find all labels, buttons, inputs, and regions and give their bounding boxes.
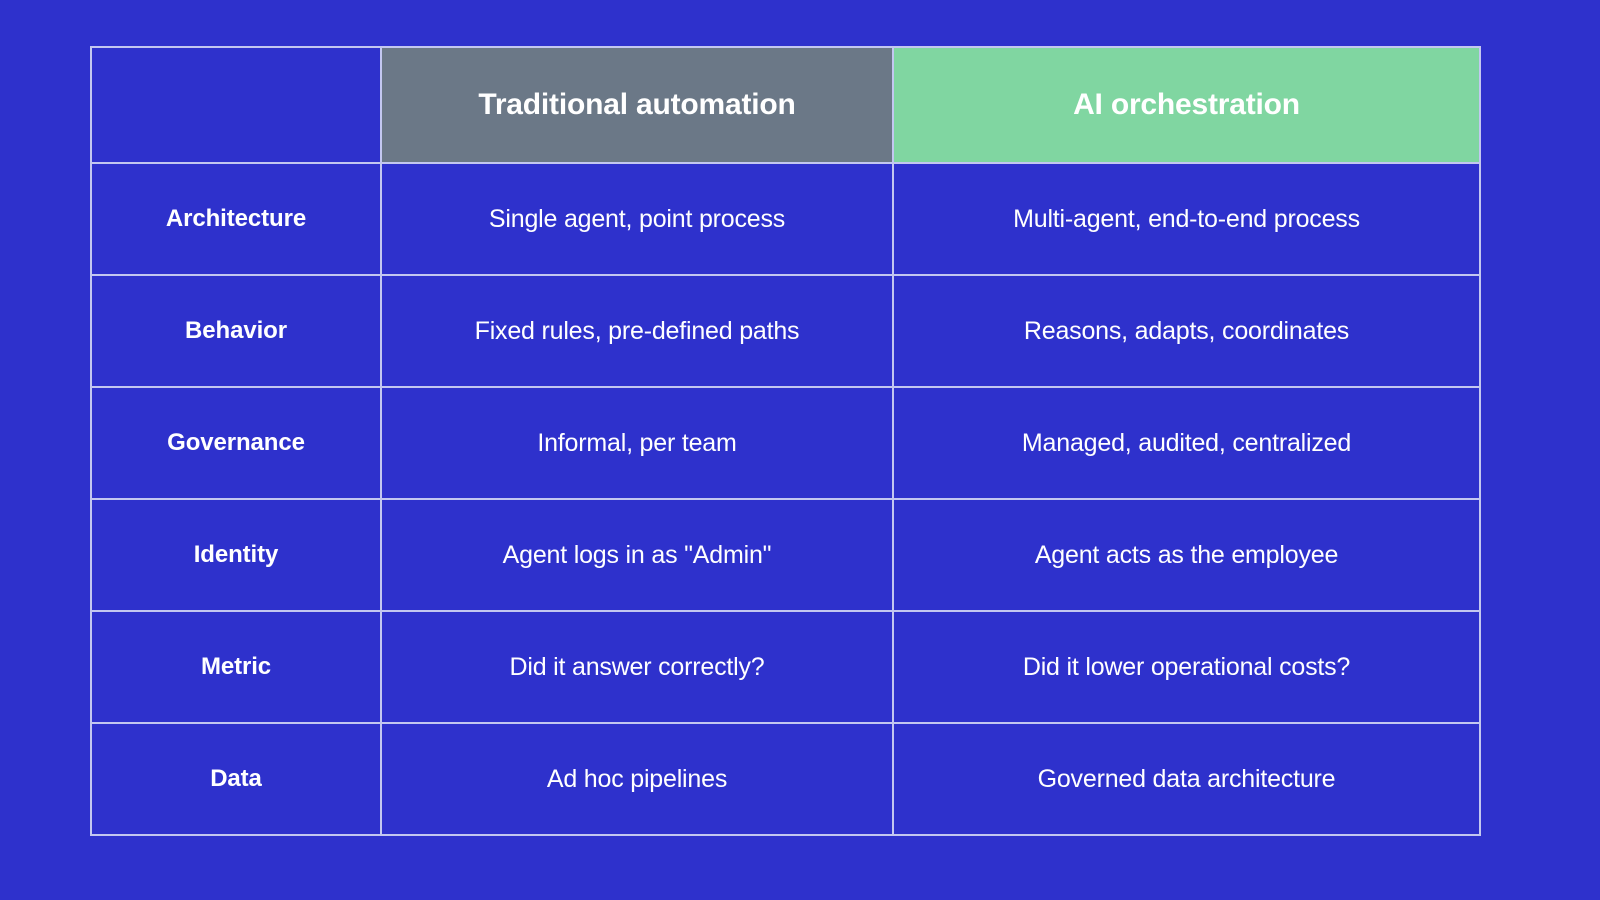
row-label-metric: Metric xyxy=(90,610,382,724)
cell-behavior-ai: Reasons, adapts, coordinates xyxy=(892,274,1481,388)
table-row: Architecture Single agent, point process… xyxy=(90,162,1481,276)
header-traditional-automation: Traditional automation xyxy=(380,46,894,164)
table-row: Governance Informal, per team Managed, a… xyxy=(90,386,1481,500)
header-corner-blank xyxy=(90,46,382,164)
row-label-architecture: Architecture xyxy=(90,162,382,276)
comparison-table-container: Traditional automation AI orchestration … xyxy=(90,46,1481,836)
row-label-governance: Governance xyxy=(90,386,382,500)
comparison-table: Traditional automation AI orchestration … xyxy=(90,46,1481,836)
header-row: Traditional automation AI orchestration xyxy=(90,46,1481,164)
row-label-data: Data xyxy=(90,722,382,836)
cell-governance-ai: Managed, audited, centralized xyxy=(892,386,1481,500)
cell-metric-ai: Did it lower operational costs? xyxy=(892,610,1481,724)
cell-data-ai: Governed data architecture xyxy=(892,722,1481,836)
cell-behavior-traditional: Fixed rules, pre-defined paths xyxy=(380,274,894,388)
cell-architecture-ai: Multi-agent, end-to-end process xyxy=(892,162,1481,276)
cell-governance-traditional: Informal, per team xyxy=(380,386,894,500)
cell-data-traditional: Ad hoc pipelines xyxy=(380,722,894,836)
row-label-behavior: Behavior xyxy=(90,274,382,388)
table-row: Behavior Fixed rules, pre-defined paths … xyxy=(90,274,1481,388)
table-body: Architecture Single agent, point process… xyxy=(90,162,1481,836)
cell-identity-traditional: Agent logs in as "Admin" xyxy=(380,498,894,612)
table-row: Metric Did it answer correctly? Did it l… xyxy=(90,610,1481,724)
table-row: Data Ad hoc pipelines Governed data arch… xyxy=(90,722,1481,836)
header-ai-orchestration: AI orchestration xyxy=(892,46,1481,164)
table-header: Traditional automation AI orchestration xyxy=(90,46,1481,164)
cell-architecture-traditional: Single agent, point process xyxy=(380,162,894,276)
row-label-identity: Identity xyxy=(90,498,382,612)
table-row: Identity Agent logs in as "Admin" Agent … xyxy=(90,498,1481,612)
cell-metric-traditional: Did it answer correctly? xyxy=(380,610,894,724)
cell-identity-ai: Agent acts as the employee xyxy=(892,498,1481,612)
